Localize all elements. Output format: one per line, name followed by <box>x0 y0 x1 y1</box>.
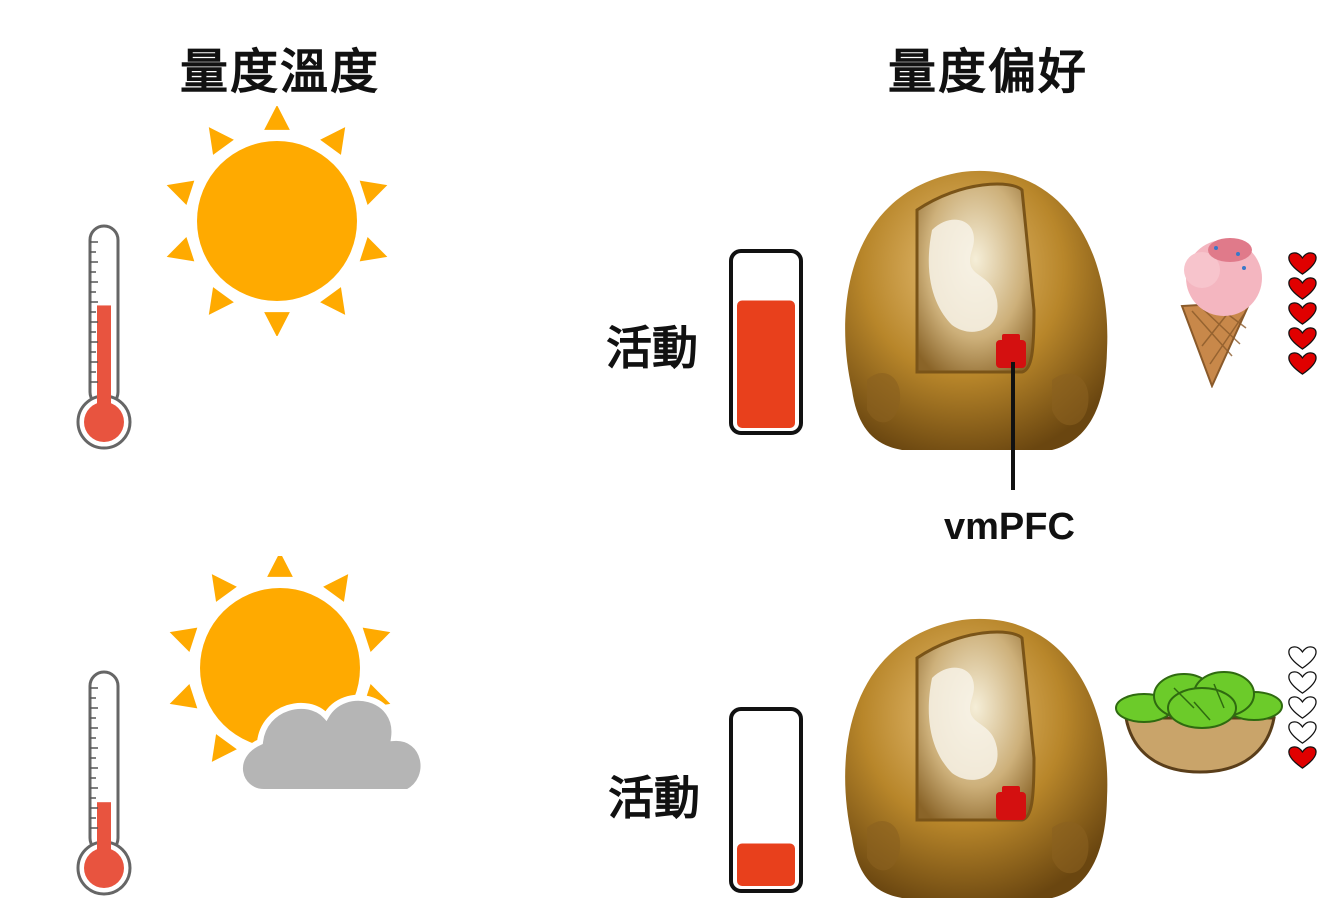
brain-icon <box>845 170 1108 450</box>
thermometer-icon <box>76 224 132 450</box>
sun-ray <box>359 236 388 262</box>
pointer-line <box>1011 362 1015 490</box>
heart-filled-icon <box>1288 327 1317 350</box>
sun-ray <box>211 574 237 602</box>
ice-cream-icon <box>1180 238 1262 388</box>
sun-ray <box>264 106 290 130</box>
activity-label: 活動 <box>608 771 700 825</box>
preference-hearts <box>1288 646 1317 769</box>
salad-bowl-icon <box>1115 671 1283 774</box>
heart-filled-icon <box>1288 746 1317 769</box>
temperature-title: 量度溫度 <box>180 44 381 100</box>
heart-filled-icon <box>1288 252 1317 275</box>
brain-icon <box>845 618 1108 898</box>
heart-empty-icon <box>1288 721 1317 744</box>
heart-empty-icon <box>1288 646 1317 669</box>
vmpfc-label: vmPFC <box>944 506 1075 548</box>
heart-empty-icon <box>1288 696 1317 719</box>
sun-behind-cloud-icon <box>169 556 427 795</box>
heart-filled-icon <box>1288 302 1317 325</box>
sun-ray <box>166 236 195 262</box>
sun-ray <box>320 127 346 155</box>
sun-ray <box>169 683 198 709</box>
sun-ray <box>362 627 391 653</box>
thermometer-icon <box>76 670 132 896</box>
heart-filled-icon <box>1288 277 1317 300</box>
sun-ray <box>267 556 293 577</box>
heart-empty-icon <box>1288 671 1317 694</box>
activity-label: 活動 <box>606 321 698 375</box>
sun-ray <box>211 734 237 762</box>
heart-filled-icon <box>1288 352 1317 375</box>
sun-ray <box>166 180 195 206</box>
preference-hearts <box>1288 252 1317 375</box>
sun-icon <box>166 106 388 336</box>
sun-ray <box>320 287 346 315</box>
activity-bar <box>729 249 803 435</box>
sun-ray <box>169 627 198 653</box>
sun-ray <box>264 312 290 336</box>
sun-ray <box>323 574 349 602</box>
activity-bar <box>729 707 803 893</box>
preference-title: 量度偏好 <box>888 44 1089 100</box>
sun-ray <box>208 127 234 155</box>
sun-ray <box>208 287 234 315</box>
sun-ray <box>359 180 388 206</box>
